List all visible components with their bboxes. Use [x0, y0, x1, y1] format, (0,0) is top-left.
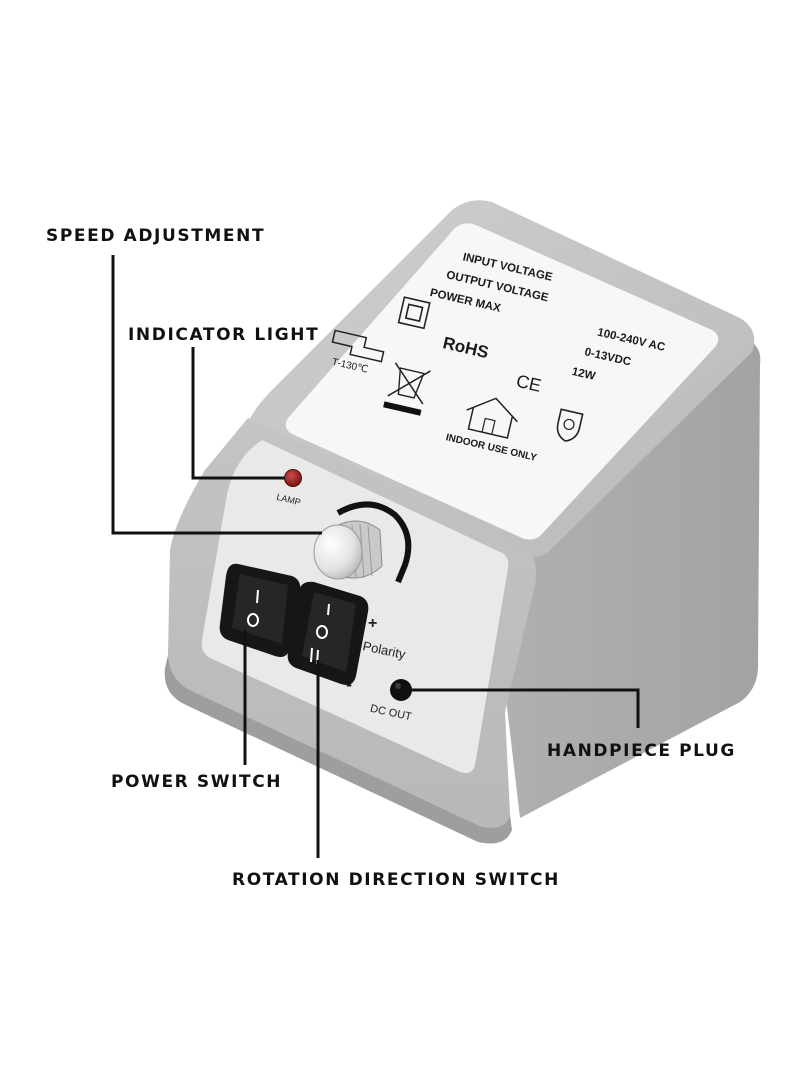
indicator-lamp [284, 469, 302, 487]
spec-plate: INPUT VOLTAGE OUTPUT VOLTAGE POWER MAX 1… [285, 223, 719, 540]
spec-plate-sheet [285, 223, 719, 540]
shield-mark-icon [556, 408, 584, 442]
body-side-face [505, 318, 761, 818]
label-power-switch: POWER SWITCH [111, 772, 282, 792]
polarity-minus: - [346, 674, 352, 694]
power-max-value: 12W [571, 366, 597, 383]
speed-scale-arc [336, 501, 412, 584]
label-indicator-light: INDICATOR LIGHT [128, 325, 319, 345]
double-square-icon [397, 296, 431, 330]
label-speed-adjustment: SPEED ADJUSTMENT [46, 226, 265, 246]
leader-lines [111, 255, 640, 858]
direction-mark-0 [316, 625, 328, 639]
direction-switch[interactable] [287, 581, 369, 685]
speed-knob[interactable] [313, 520, 383, 580]
power-switch[interactable] [219, 563, 301, 657]
thermal-fuse-icon [331, 329, 385, 363]
direction-mark-2a [310, 647, 313, 663]
power-off-mark [247, 613, 259, 627]
leader-speed-adjustment [111, 255, 322, 535]
crossed-bin-icon [383, 362, 431, 416]
leader-indicator-light [191, 347, 285, 480]
direction-mark-1 [327, 603, 330, 616]
house-icon [466, 397, 518, 439]
dc-out-jack[interactable] [390, 679, 412, 701]
label-handpiece-plug: HANDPIECE PLUG [547, 741, 736, 761]
label-rotation-direction-switch: ROTATION DIRECTION SWITCH [232, 870, 560, 890]
polarity-plus: + [368, 615, 377, 632]
power-on-mark [256, 589, 259, 604]
leader-handpiece-plug [410, 688, 640, 728]
